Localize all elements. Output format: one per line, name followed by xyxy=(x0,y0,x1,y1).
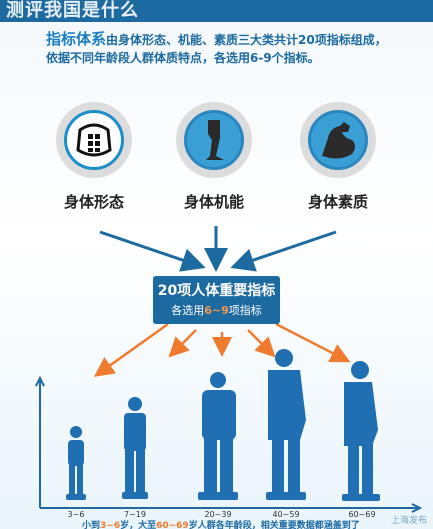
figure-age-20-39 xyxy=(198,372,238,500)
category-label: 身体机能 xyxy=(183,193,244,211)
age-label: 7~19 xyxy=(124,510,146,519)
figure-age-3-6 xyxy=(66,426,86,500)
category-circle xyxy=(176,102,252,178)
category-circle xyxy=(56,102,132,178)
age-label: 40~59 xyxy=(272,510,300,519)
flexed-arm-icon xyxy=(322,122,355,159)
age-axis-labels: 3~6 7~19 20~39 40~59 60~69 xyxy=(0,510,433,522)
arrow-age-5 xyxy=(275,322,351,363)
age-label: 60~69 xyxy=(348,510,376,519)
category-label: 身体形态 xyxy=(63,193,124,211)
torso-icon xyxy=(76,123,112,157)
intro-text: 指标体系由身体形态、机能、素质三大类共计20项指标组成， 依据不同年龄段人群体质… xyxy=(46,30,416,67)
top-header-band: 测评我国是什么 xyxy=(0,0,433,22)
header-title: 测评我国是什么 xyxy=(6,0,139,21)
watermark: 上海发布 xyxy=(390,516,427,526)
intro-line2: 依据不同年龄段人群体质特点，各选用6-9个指标。 xyxy=(46,51,320,65)
intro-line1: 由身体形态、机能、素质三大类共计20项指标组成， xyxy=(106,33,387,47)
category-body-function: 身体机能 xyxy=(168,102,260,212)
age-label: 20~39 xyxy=(204,510,232,519)
arrow-age-1 xyxy=(93,322,169,377)
arrow-age-2 xyxy=(168,329,197,358)
caption-text: 小到3~6岁，大至60~69岁人群各年龄段，相关重要数据都涵盖到了 xyxy=(82,521,360,529)
figure-age-40-59 xyxy=(266,349,306,500)
center-indicator-box: 20项人体重要指标 各选用6~9项指标 xyxy=(153,276,280,324)
center-box-line1: 20项人体重要指标 xyxy=(157,283,276,299)
category-body-form: 身体形态 xyxy=(48,102,140,212)
intro-highlight: 指标体系 xyxy=(46,30,107,48)
arrow-body-fitness xyxy=(230,230,337,272)
age-label: 3~6 xyxy=(67,510,85,519)
arrow-age-4 xyxy=(247,329,276,358)
category-circle xyxy=(300,102,376,178)
leg-icon xyxy=(206,120,224,160)
category-body-fitness: 身体素质 xyxy=(292,102,384,212)
arrow-body-form xyxy=(99,230,206,272)
category-label: 身体素质 xyxy=(307,193,368,211)
figure-age-60-69 xyxy=(342,361,380,501)
figure-age-7-19 xyxy=(122,397,148,499)
center-box-line2: 各选用6~9项指标 xyxy=(171,304,262,317)
